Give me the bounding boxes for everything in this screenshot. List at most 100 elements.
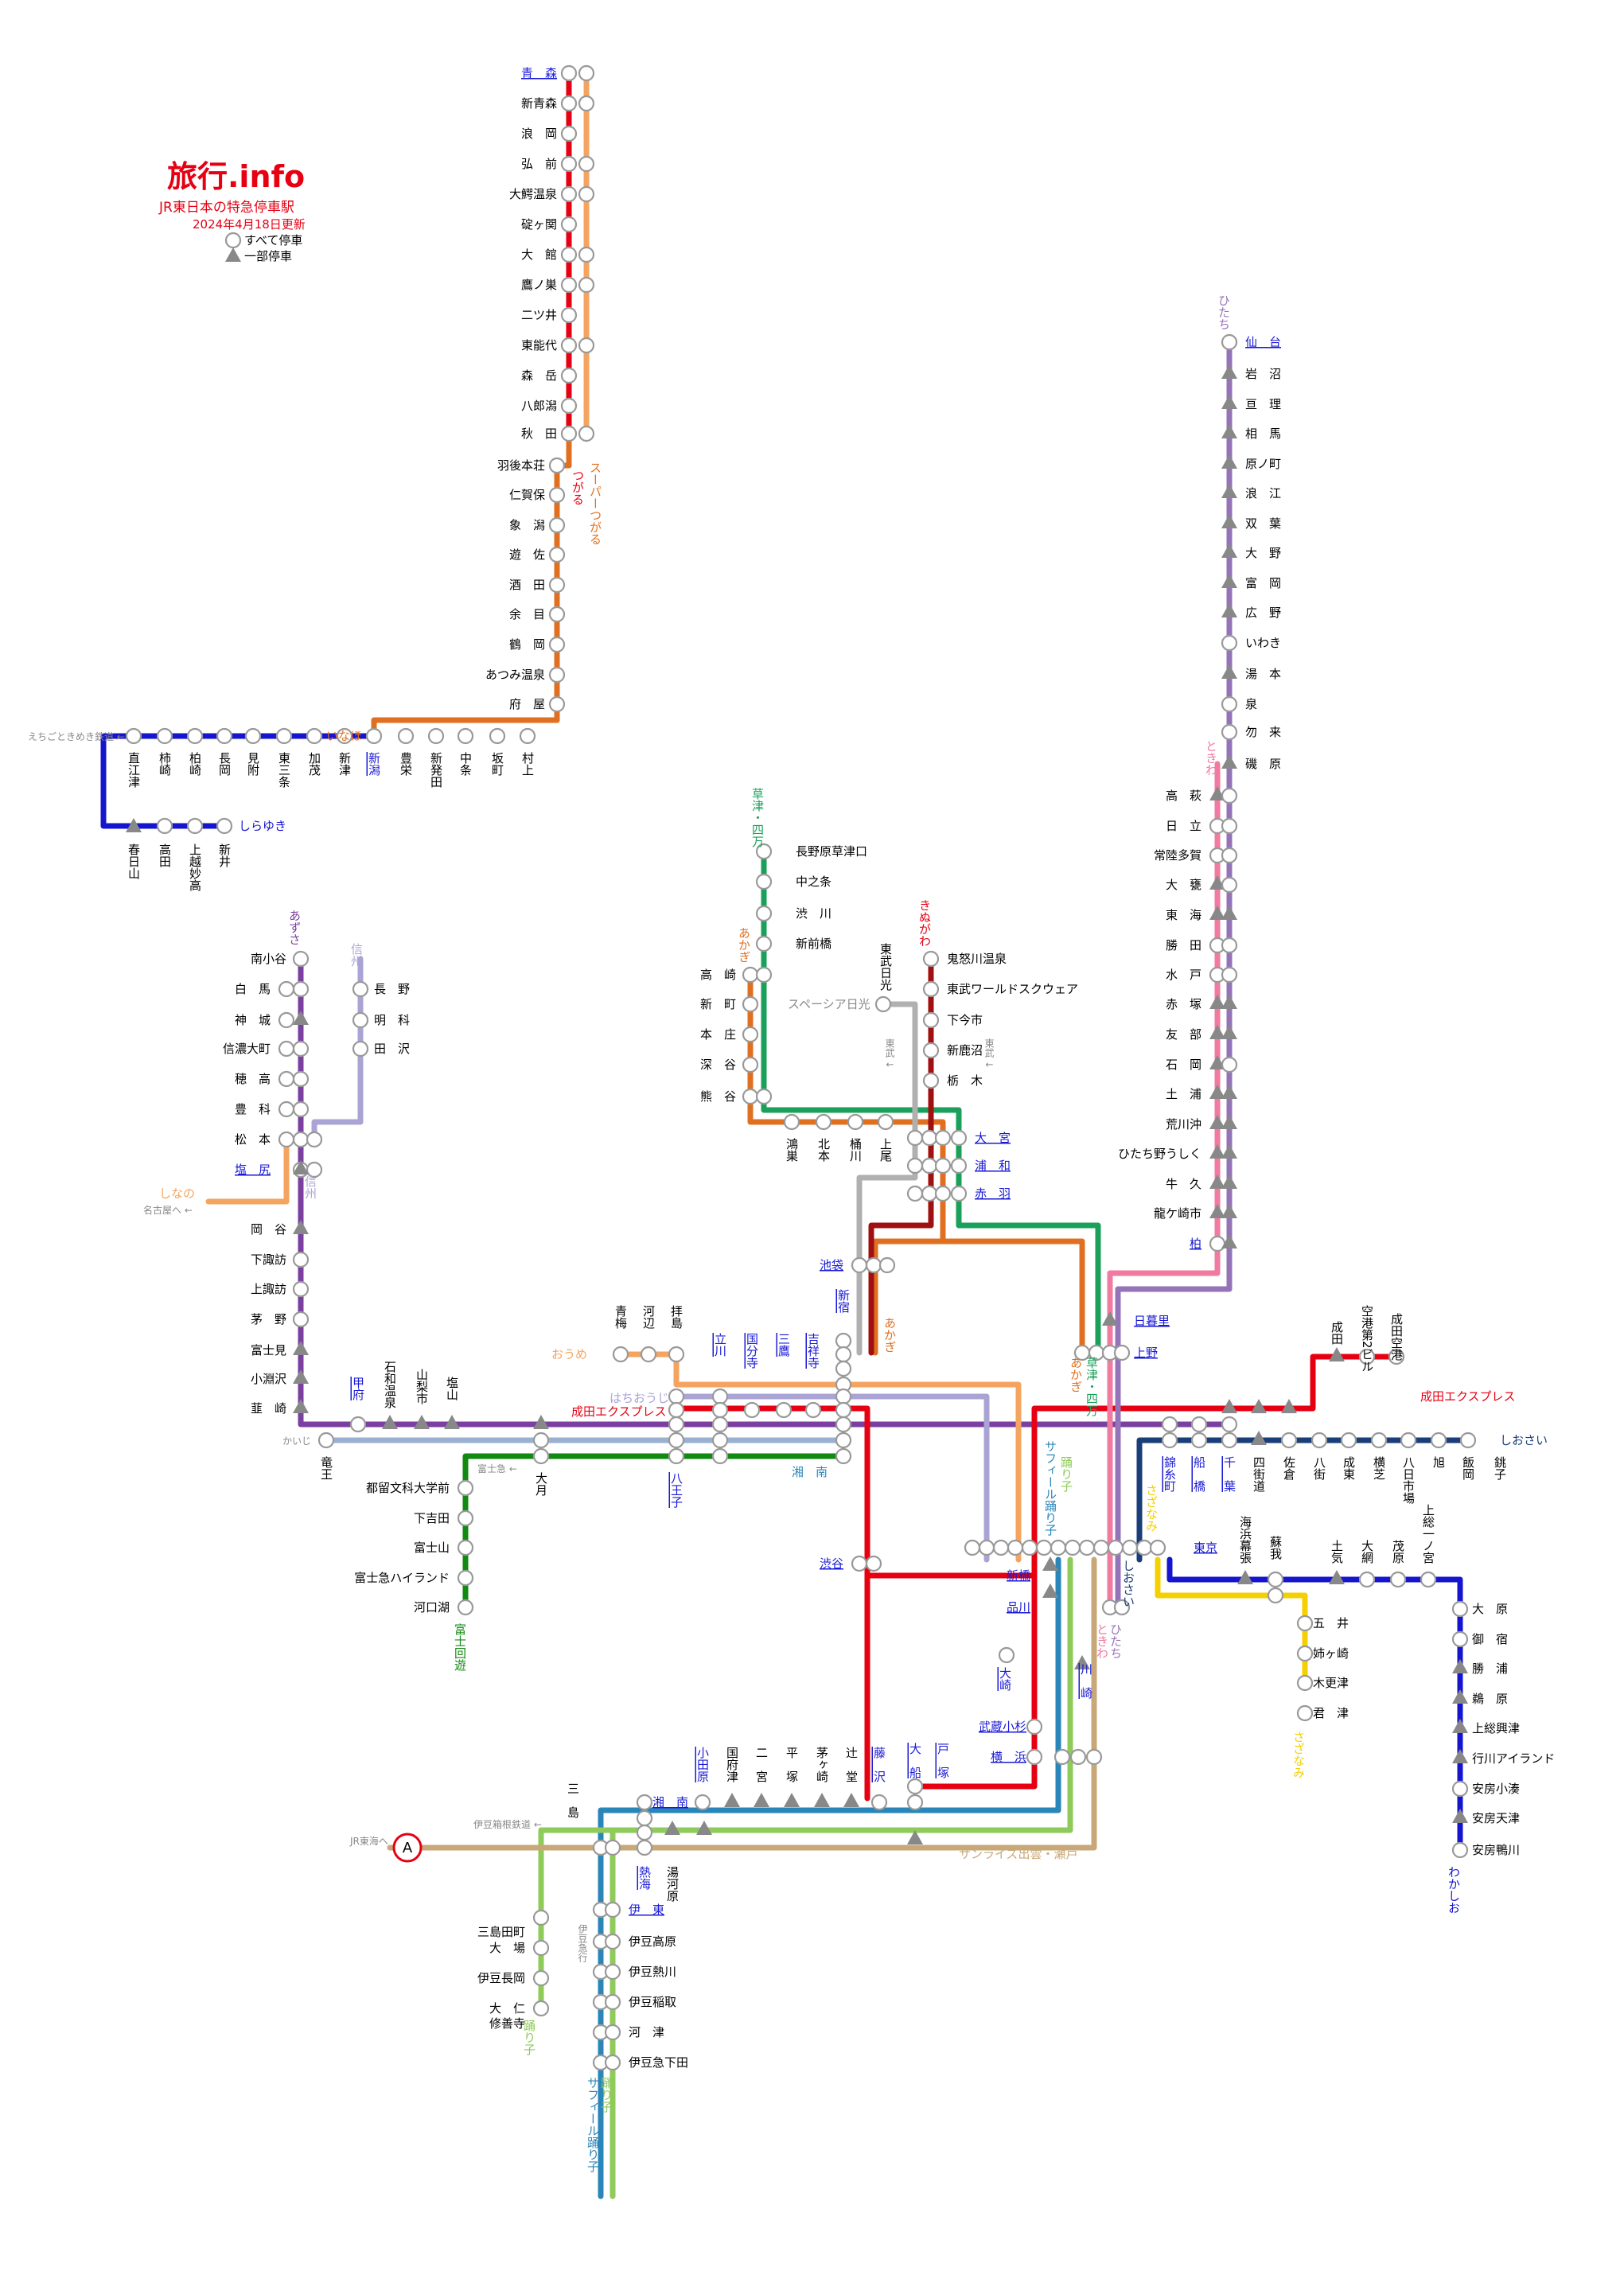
- svg-text:岩 沼: 岩 沼: [1245, 367, 1281, 381]
- svg-text:安房天津: 安房天津: [1472, 1811, 1520, 1825]
- svg-text:ひたち: ひたち: [1217, 294, 1231, 330]
- svg-text:サフィール踊り子: サフィール踊り子: [586, 2077, 600, 2172]
- svg-text:赤 羽: 赤 羽: [975, 1186, 1011, 1201]
- line-hitachi: [1115, 339, 1233, 1611]
- svg-text:信濃大町: 信濃大町: [223, 1042, 271, 1056]
- svg-text:上諏訪: 上諏訪: [251, 1282, 286, 1296]
- svg-text:竜王: 竜王: [319, 1456, 333, 1480]
- svg-text:龍ケ崎市: 龍ケ崎市: [1154, 1206, 1201, 1221]
- svg-text:成田: 成田: [1330, 1321, 1344, 1345]
- svg-text:千 葉: 千 葉: [1222, 1456, 1236, 1492]
- svg-text:成田エクスプレス: 成田エクスプレス: [571, 1404, 667, 1419]
- svg-text:弘 前: 弘 前: [521, 157, 557, 171]
- svg-text:ひたち野うしく: ひたち野うしく: [1118, 1147, 1201, 1161]
- svg-text:下今市: 下今市: [947, 1013, 983, 1027]
- svg-text:赤 塚: 赤 塚: [1166, 997, 1201, 1011]
- svg-text:大 船: 大 船: [908, 1743, 922, 1779]
- svg-text:加茂: 加茂: [307, 752, 321, 777]
- svg-text:ときわ: ときわ: [1095, 1623, 1109, 1659]
- svg-text:海浜幕張: 海浜幕張: [1238, 1516, 1252, 1564]
- svg-text:長野原草津口: 長野原草津口: [796, 844, 867, 859]
- svg-text:川 崎: 川 崎: [1079, 1663, 1093, 1699]
- svg-text:直江津: 直江津: [127, 752, 141, 788]
- svg-text:戸 塚: 戸 塚: [936, 1743, 950, 1779]
- line-sunrise: [387, 1556, 1097, 1851]
- svg-text:船 橋: 船 橋: [1192, 1456, 1206, 1492]
- svg-text:仁賀保: 仁賀保: [509, 488, 545, 502]
- update-date: 2024年4月18日更新: [193, 217, 306, 232]
- svg-text:富士回遊: 富士回遊: [453, 1622, 467, 1672]
- svg-text:村上: 村上: [520, 752, 535, 776]
- svg-text:大 仁: 大 仁: [489, 2001, 525, 2016]
- svg-text:秋 田: 秋 田: [521, 427, 557, 441]
- svg-text:余 目: 余 目: [509, 607, 545, 621]
- svg-text:高 萩: 高 萩: [1166, 789, 1201, 803]
- svg-text:白 馬: 白 馬: [235, 982, 271, 996]
- svg-text:韮 崎: 韮 崎: [251, 1401, 286, 1416]
- svg-text:三 島: 三 島: [566, 1782, 580, 1818]
- legend-all: すべて停車: [244, 233, 302, 247]
- svg-text:小田原: 小田原: [695, 1747, 710, 1782]
- line-hachioji: [673, 1393, 990, 1563]
- svg-text:高田: 高田: [158, 843, 172, 867]
- svg-text:東武日光: 東武日光: [878, 943, 893, 991]
- svg-text:大 甕: 大 甕: [1166, 878, 1201, 892]
- svg-text:さざなみ: さざなみ: [1291, 1731, 1306, 1778]
- station-labels: 青 森 新青森 浪 岡 弘 前 大鰐温泉 碇ヶ関 大 館 鷹ノ巣 二ツ井 東能代…: [223, 66, 1555, 2070]
- svg-text:かいじ: かいじ: [282, 1435, 311, 1447]
- line-kinugawa: [868, 956, 934, 1356]
- svg-text:東武 ↓: 東武 ↓: [884, 1038, 895, 1069]
- svg-text:大 場: 大 場: [489, 1941, 525, 1955]
- svg-text:日暮里: 日暮里: [1134, 1314, 1170, 1328]
- svg-text:信州: 信州: [349, 943, 364, 967]
- svg-text:春日山: 春日山: [127, 843, 141, 879]
- line-labels: つがる スーパーつがる いなほ しらゆき えちごときめき鉄道 ← あずさ 信州 …: [28, 294, 1548, 2172]
- line-tokiwa: [1107, 761, 1221, 1611]
- svg-text:八日市場: 八日市場: [1401, 1456, 1416, 1504]
- svg-text:新宿: 新宿: [836, 1289, 851, 1313]
- svg-text:えちごときめき鉄道 ←: えちごときめき鉄道 ←: [28, 730, 125, 742]
- svg-text:A: A: [403, 1840, 413, 1856]
- svg-text:熱海: 熱海: [637, 1866, 652, 1890]
- svg-text:甲府: 甲府: [351, 1377, 365, 1401]
- svg-text:サフィール踊り子: サフィール踊り子: [1043, 1440, 1057, 1536]
- svg-text:土気: 土気: [1330, 1540, 1344, 1564]
- svg-text:蘇我: 蘇我: [1268, 1536, 1283, 1560]
- svg-text:富士急ハイランド: 富士急ハイランド: [354, 1571, 450, 1585]
- svg-text:きぬがわ: きぬがわ: [917, 899, 932, 947]
- svg-text:スペーシア日光: スペーシア日光: [788, 997, 870, 1011]
- svg-text:東武ワールドスクウェア: 東武ワールドスクウェア: [947, 982, 1078, 996]
- svg-text:双 葉: 双 葉: [1245, 516, 1281, 531]
- svg-text:あずさ: あずさ: [287, 910, 302, 945]
- svg-text:新潟: 新潟: [367, 752, 381, 776]
- svg-text:青 森: 青 森: [521, 66, 557, 80]
- svg-text:新橋: 新橋: [1007, 1568, 1030, 1583]
- svg-text:草津・四万: 草津・四万: [750, 788, 765, 848]
- svg-text:酒 田: 酒 田: [509, 578, 545, 592]
- svg-text:姉ヶ崎: 姉ヶ崎: [1313, 1646, 1349, 1661]
- legend-some: 一部停車: [244, 249, 292, 263]
- svg-text:広 野: 広 野: [1245, 606, 1281, 620]
- svg-text:いわき: いわき: [1245, 636, 1281, 650]
- svg-text:熊 谷: 熊 谷: [700, 1089, 736, 1104]
- svg-text:荒川沖: 荒川沖: [1166, 1117, 1201, 1132]
- svg-text:平 塚: 平 塚: [785, 1747, 799, 1783]
- svg-text:象 潟: 象 潟: [509, 518, 545, 532]
- svg-text:勝 浦: 勝 浦: [1472, 1661, 1508, 1676]
- svg-text:四街道: 四街道: [1252, 1456, 1266, 1492]
- svg-text:草津・四万: 草津・四万: [1085, 1357, 1099, 1417]
- svg-text:富士見: 富士見: [251, 1343, 286, 1358]
- svg-text:あかぎ: あかぎ: [882, 1317, 897, 1353]
- svg-text:八郎潟: 八郎潟: [521, 399, 557, 413]
- line-shirayuki: [100, 733, 377, 829]
- svg-text:都留文科大学前: 都留文科大学前: [366, 1481, 450, 1495]
- svg-text:上総一ノ宮: 上総一ノ宮: [1421, 1504, 1435, 1564]
- svg-text:サンライズ出雲・瀬戸: サンライズ出雲・瀬戸: [959, 1847, 1078, 1861]
- svg-text:新発田: 新発田: [429, 752, 443, 788]
- svg-text:上越妙高: 上越妙高: [188, 843, 202, 891]
- svg-text:国府津: 国府津: [725, 1747, 739, 1782]
- svg-text:二ツ井: 二ツ井: [521, 308, 557, 322]
- svg-text:飯岡: 飯岡: [1461, 1456, 1475, 1481]
- svg-text:君 津: 君 津: [1313, 1706, 1349, 1720]
- svg-text:あかぎ: あかぎ: [1069, 1357, 1083, 1393]
